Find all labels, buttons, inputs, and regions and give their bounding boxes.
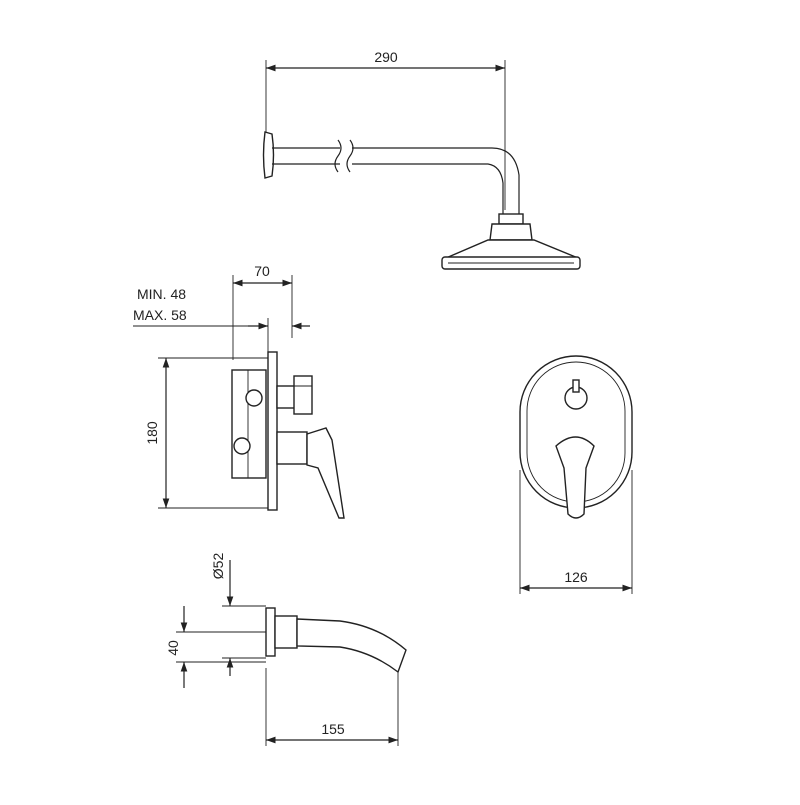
- diverter-knob-pointer: [572, 379, 580, 393]
- mixer-side-view: 70 MIN. 48 MAX. 58 180: [133, 263, 345, 519]
- spout-length-label: 155: [321, 721, 345, 737]
- cartridge-nut: [233, 437, 251, 455]
- ball-joint: [498, 213, 524, 225]
- arm-length-label: 290: [374, 49, 398, 65]
- diverter-stem: [276, 385, 296, 409]
- shower-arm-view: 290: [262, 49, 581, 270]
- spout-pipe: [296, 618, 407, 674]
- spout-height-label: 40: [165, 640, 181, 656]
- mixer-front-view: 126: [519, 355, 633, 594]
- depth-label: 70: [254, 263, 270, 279]
- head-connector: [489, 223, 533, 241]
- spout-view: Ø52 40 155: [165, 553, 407, 746]
- lever-handle-front: [555, 436, 595, 519]
- arm-pipe-bottom: [272, 163, 504, 222]
- spout-flange: [265, 607, 276, 657]
- arm-pipe-top: [272, 147, 520, 222]
- wall-flange: [262, 131, 275, 179]
- diameter-label: Ø52: [210, 553, 226, 580]
- lever-handle-side: [306, 427, 345, 519]
- spout-collar: [274, 615, 298, 649]
- break-mark-left: [334, 139, 342, 173]
- height-label: 180: [144, 421, 160, 445]
- max-depth-label: MAX. 58: [133, 307, 187, 323]
- lever-base: [276, 431, 308, 465]
- valve-body: [231, 369, 267, 479]
- diverter-knob-side: [245, 389, 263, 407]
- width-label: 126: [564, 569, 588, 585]
- shower-head-top: [445, 239, 579, 259]
- min-depth-label: MIN. 48: [137, 286, 186, 302]
- diverter-cap: [293, 375, 313, 415]
- break-mark-right: [346, 139, 354, 173]
- cover-plate: [267, 351, 278, 511]
